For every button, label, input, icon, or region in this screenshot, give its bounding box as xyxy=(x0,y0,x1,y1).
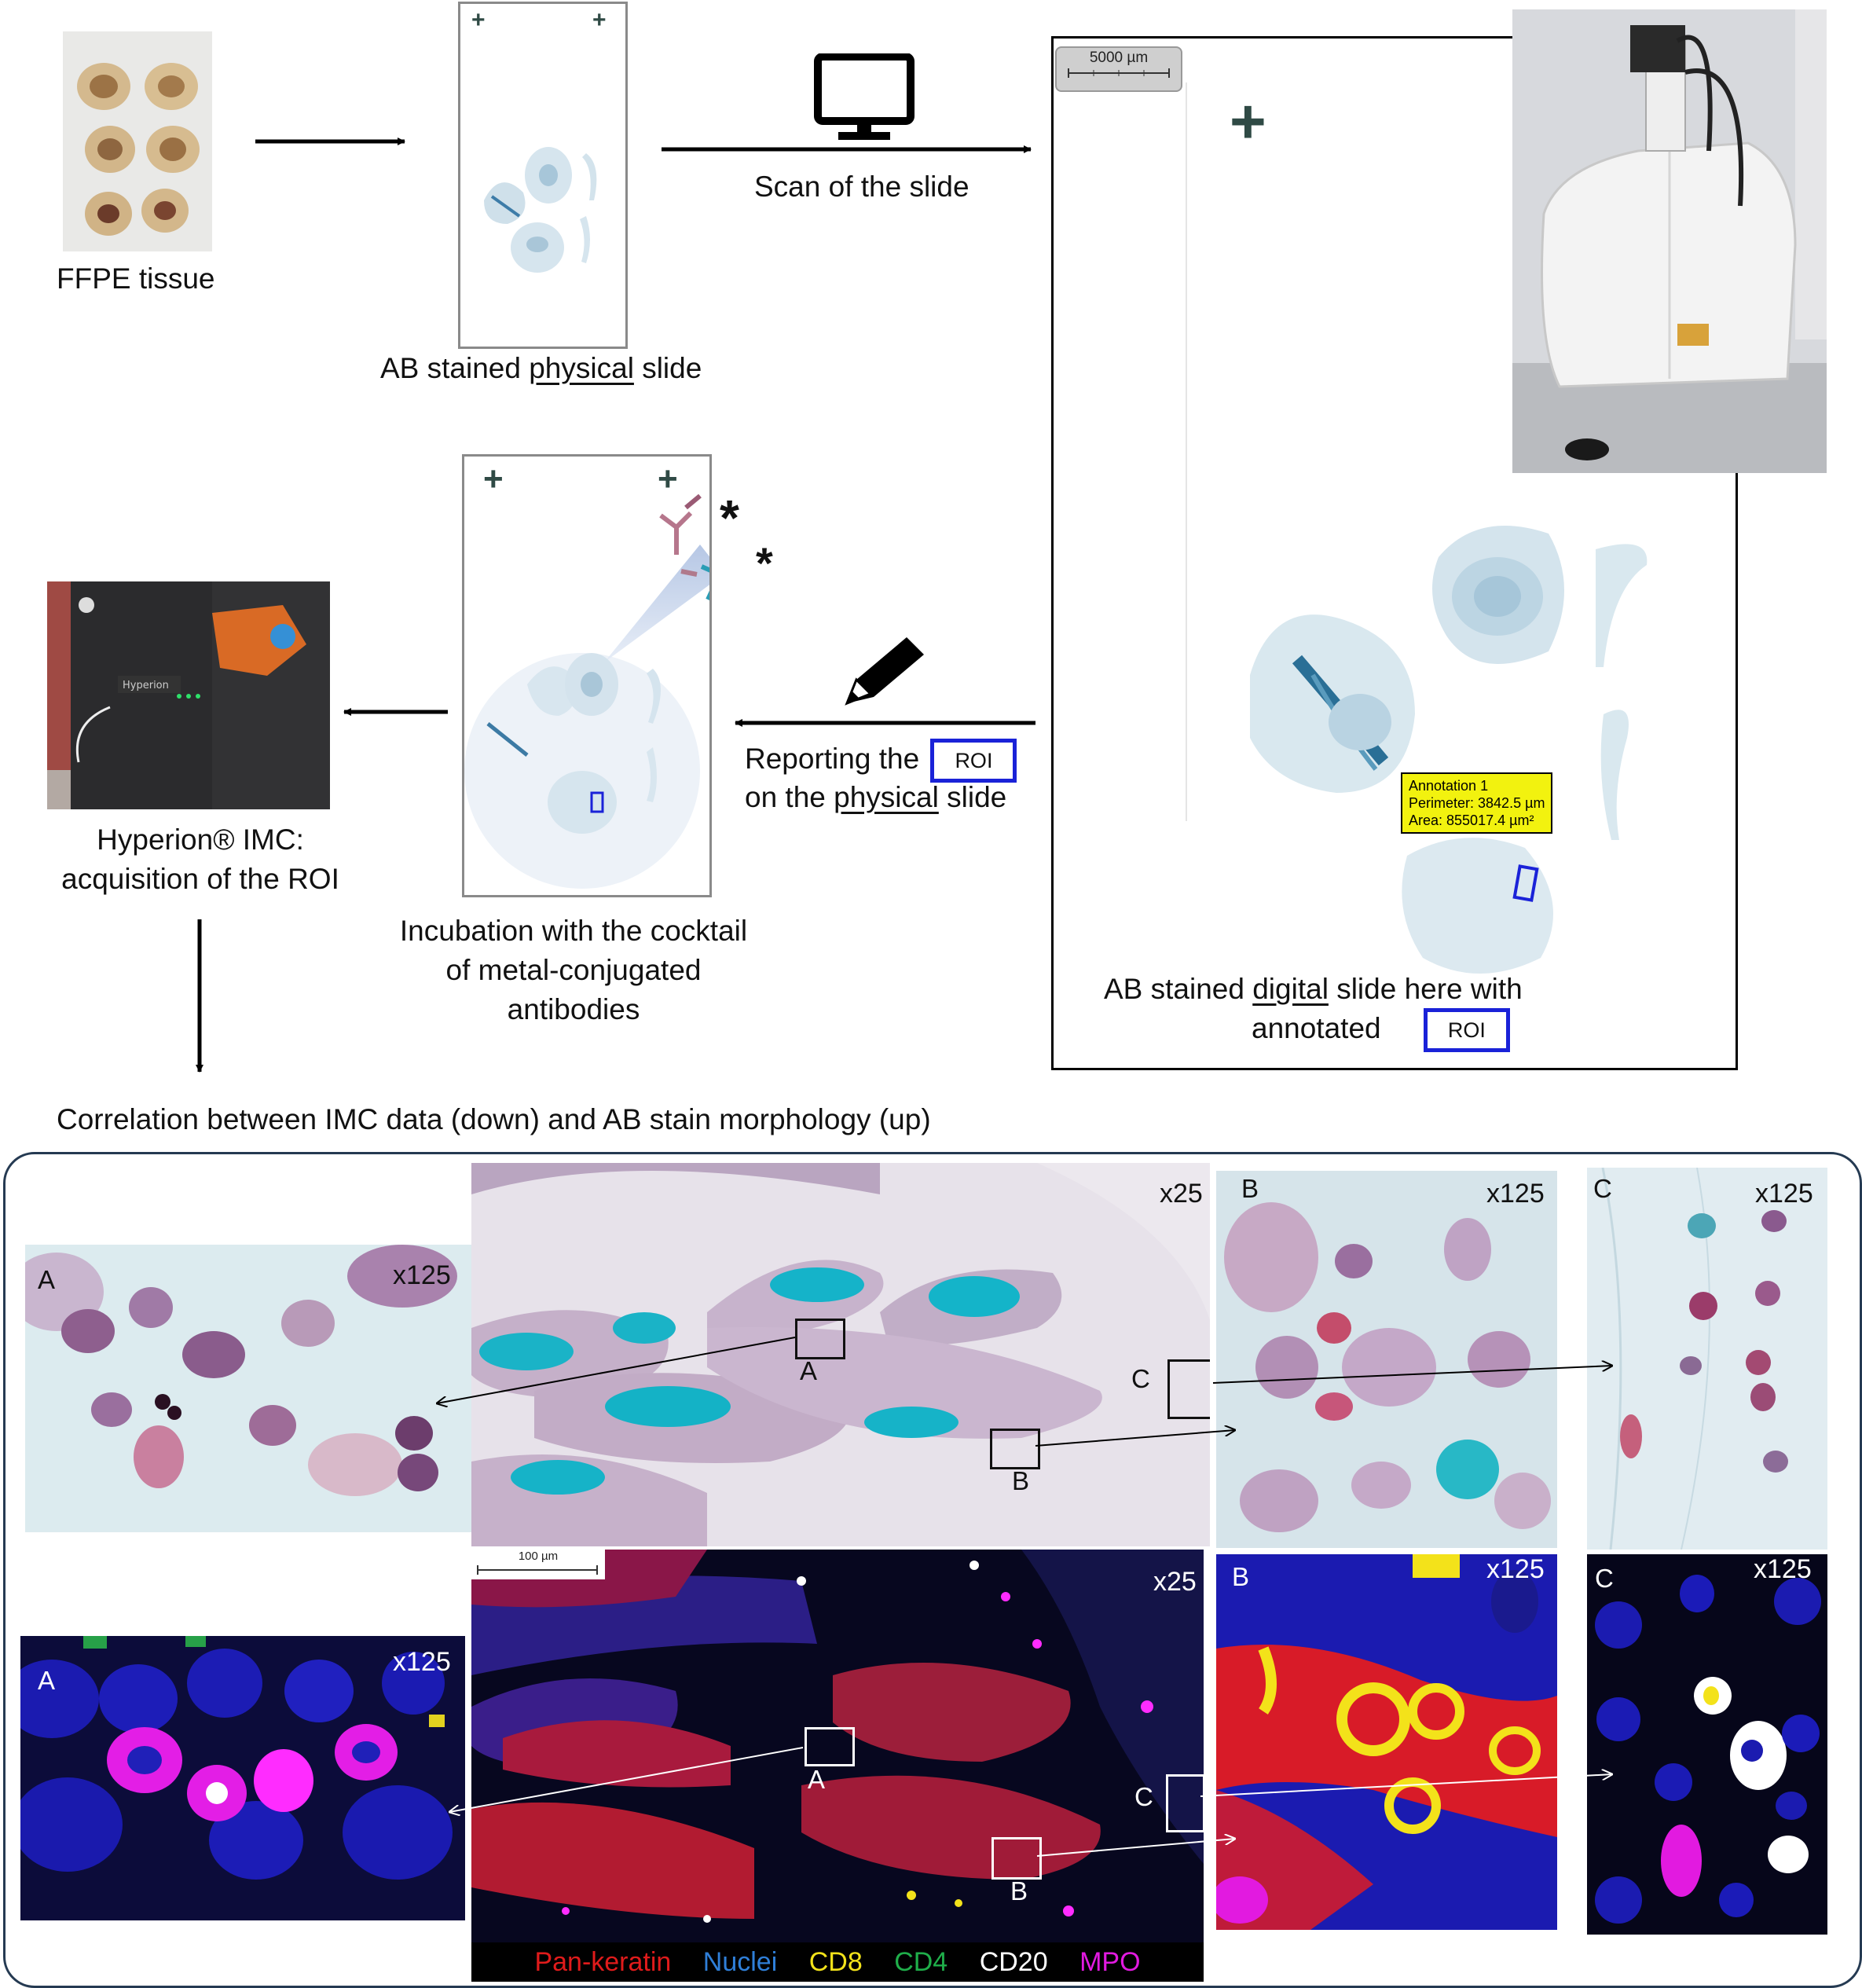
histology-panel-a xyxy=(25,1245,471,1532)
arrow-ffpe-to-slide xyxy=(255,138,405,145)
legend-nuclei: Nuclei xyxy=(702,1947,778,1977)
histology-panel-center xyxy=(471,1163,1210,1546)
panel-label-b: B xyxy=(1241,1174,1259,1203)
physical-slide: + + xyxy=(458,2,628,349)
roi-a-box xyxy=(805,1727,855,1766)
metal-tag-icon: * xyxy=(756,538,773,588)
slide-scanner-icon xyxy=(1512,9,1827,473)
panel-label-c: C xyxy=(1595,1564,1614,1593)
digital-slide-label: AB stained digital slide here with xyxy=(1104,973,1523,1005)
reporting-label-line2: on the physical slide xyxy=(745,781,1007,813)
arrow-scan xyxy=(662,145,1032,153)
panel-label-b: B xyxy=(1232,1562,1250,1591)
ffpe-tissue-photo xyxy=(63,31,212,251)
roi-a-label: A xyxy=(800,1356,818,1385)
imc-panel-c xyxy=(1587,1554,1827,1935)
roi-b-label: B xyxy=(1010,1876,1028,1905)
legend-cd20: CD20 xyxy=(979,1947,1048,1977)
incubation-label: Incubation with the cocktail of metal-co… xyxy=(399,915,748,1025)
magnification-label: x125 xyxy=(1755,1179,1813,1209)
histology-panel-b xyxy=(1216,1171,1557,1548)
scan-scale-bar: 5000 µm xyxy=(1055,46,1182,92)
roi-a-label: A xyxy=(808,1765,826,1794)
panel-label-a: A xyxy=(38,1265,56,1294)
hyperion-photo: Hyperion xyxy=(47,581,330,809)
scan-label: Scan of the slide xyxy=(754,171,969,203)
legend-cd8: CD8 xyxy=(808,1947,863,1977)
roi-b-box xyxy=(990,1429,1040,1469)
roi-b-label: B xyxy=(1012,1466,1030,1495)
legend-mpo: MPO xyxy=(1079,1947,1141,1977)
reporting-label-line1: Reporting the ROI xyxy=(745,739,1017,783)
roi-box: ROI xyxy=(1423,1008,1510,1052)
legend-cd4: CD4 xyxy=(894,1947,948,1977)
pencil-icon xyxy=(845,637,924,706)
magnification-label: x125 xyxy=(393,1260,451,1290)
panel-label-c: C xyxy=(1593,1174,1612,1203)
marker-legend: Pan-keratin Nuclei CD8 CD4 CD20 MPO xyxy=(471,1942,1204,1982)
digital-slide-label-line2: annotated ROI xyxy=(1252,1008,1510,1052)
digital-slide-edge xyxy=(1186,83,1187,821)
roi-b-box xyxy=(991,1837,1042,1880)
correlation-title: Correlation between IMC data (down) and … xyxy=(57,1103,931,1135)
digital-slide-frame: 5000 µm + Annotation 1 Perimeter: 3842.5… xyxy=(1051,36,1738,1070)
hyperion-brand: Hyperion xyxy=(123,680,169,691)
incubation-slide: + + xyxy=(462,454,712,897)
magnification-label: x125 xyxy=(1754,1554,1812,1584)
magnification-label: x125 xyxy=(1486,1554,1545,1584)
arrow-to-hyperion xyxy=(343,708,448,716)
magnification-label: x25 xyxy=(1160,1179,1203,1209)
scale-bar-100um: 100 µm xyxy=(471,1550,605,1579)
magnification-label: x25 xyxy=(1153,1567,1197,1597)
scanner-photo xyxy=(1512,9,1827,473)
roi-c-box xyxy=(1166,1774,1204,1832)
hyperion-label: Hyperion® IMC: acquisition of the ROI xyxy=(61,823,339,895)
ffpe-blocks-icon xyxy=(77,63,200,236)
slide-marker-icon: + xyxy=(658,460,678,498)
legend-pan-keratin: Pan-keratin xyxy=(534,1947,672,1977)
monitor-icon xyxy=(814,53,915,140)
metal-tag-icon: * xyxy=(720,490,739,546)
annotation-tooltip: Annotation 1 Perimeter: 3842.5 µm Area: … xyxy=(1401,772,1553,834)
imc-panel-a xyxy=(20,1636,465,1920)
slide-tissue-sections xyxy=(484,147,597,273)
roi-c-label: C xyxy=(1131,1364,1150,1393)
slide-marker-icon: + xyxy=(471,7,486,33)
magnification-label: x125 xyxy=(393,1647,451,1677)
digital-tissue-sections xyxy=(1250,526,1648,974)
arrow-report xyxy=(735,719,1035,727)
ffpe-label: FFPE tissue xyxy=(57,262,215,295)
roi-box: ROI xyxy=(930,739,1017,783)
imc-panel-center: 100 µm xyxy=(471,1550,1204,1942)
arrow-down xyxy=(196,919,203,1073)
imc-panel-b xyxy=(1216,1554,1557,1930)
roi-c-box xyxy=(1167,1359,1210,1419)
slide-marker-icon: + xyxy=(1230,86,1266,156)
histology-panel-c xyxy=(1587,1168,1827,1550)
magnification-label: x125 xyxy=(1486,1179,1545,1209)
panel-label-a: A xyxy=(38,1666,56,1695)
roi-c-label: C xyxy=(1134,1782,1153,1811)
slide-marker-icon: + xyxy=(483,460,504,498)
antibody-binding-illustration xyxy=(464,493,709,889)
physical-slide-label: AB stained physical slide xyxy=(380,352,702,384)
roi-a-box xyxy=(795,1319,845,1359)
slide-marker-icon: + xyxy=(592,7,607,33)
hyperion-instrument-icon: Hyperion xyxy=(47,581,330,809)
